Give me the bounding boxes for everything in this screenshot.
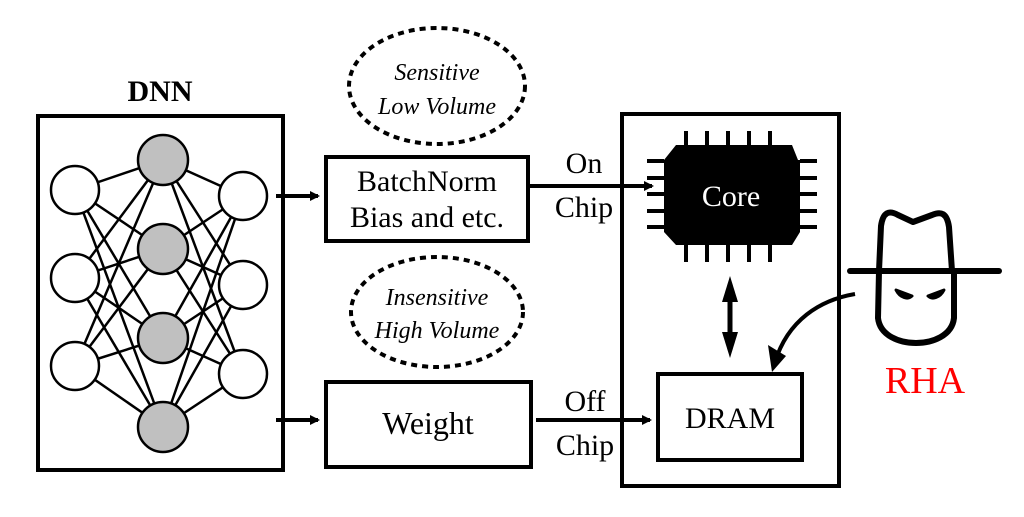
batchnorm-line2: Bias and etc.: [350, 201, 504, 234]
cpu-chip-icon: [664, 145, 800, 245]
off-chip-line1: Off: [564, 385, 605, 418]
chip-pins: [647, 131, 817, 262]
sensitive-note: Sensitive Low Volume: [347, 26, 527, 146]
insensitive-ellipse: [349, 255, 525, 369]
dram-box: DRAM: [656, 372, 804, 462]
dram-label: DRAM: [685, 402, 775, 435]
batchnorm-line1: BatchNorm: [357, 165, 497, 198]
output-neuron: [217, 259, 269, 311]
core-label: Core: [702, 180, 760, 213]
dnn-connection: [161, 195, 245, 428]
dnn-title: DNN: [128, 75, 193, 108]
output-neuron: [217, 348, 269, 400]
hacker-icon: [847, 209, 1002, 346]
hidden-neuron: [136, 311, 190, 365]
hidden-neuron: [136, 400, 190, 454]
sensitive-line1: Sensitive: [394, 60, 480, 86]
dnn-connection: [161, 195, 245, 339]
attack-arrowhead: [768, 345, 786, 372]
dnn-edges: [73, 158, 245, 429]
weight-box: Weight: [324, 380, 533, 469]
sensitive-line2: Low Volume: [377, 94, 496, 120]
dnn-connection: [161, 284, 245, 428]
off-chip-line2: Chip: [556, 429, 614, 462]
output-neuron: [217, 170, 269, 222]
attack-arrow: [773, 292, 856, 363]
batchnorm-box: BatchNorm Bias and etc.: [324, 155, 530, 243]
dnn-connection: [73, 159, 165, 367]
hidden-neuron: [136, 222, 190, 276]
input-neuron: [49, 252, 101, 304]
hidden-neuron: [136, 133, 190, 187]
attacker-label: RHA: [885, 360, 966, 402]
system-box: [620, 112, 841, 488]
on-chip-line2: Chip: [555, 191, 613, 224]
dnn-nodes: [49, 133, 269, 454]
input-neuron: [49, 340, 101, 392]
core-dram-bidirectional-arrow: [722, 276, 738, 358]
insensitive-note: Insensitive High Volume: [349, 255, 525, 369]
insensitive-line2: High Volume: [374, 318, 500, 344]
on-chip-line1: On: [566, 147, 603, 180]
insensitive-line1: Insensitive: [385, 285, 489, 311]
dnn-box: [36, 114, 285, 472]
weight-label: Weight: [382, 405, 474, 441]
input-neuron: [49, 164, 101, 216]
sensitive-ellipse: [347, 26, 527, 146]
core-chip: Core: [647, 131, 817, 262]
